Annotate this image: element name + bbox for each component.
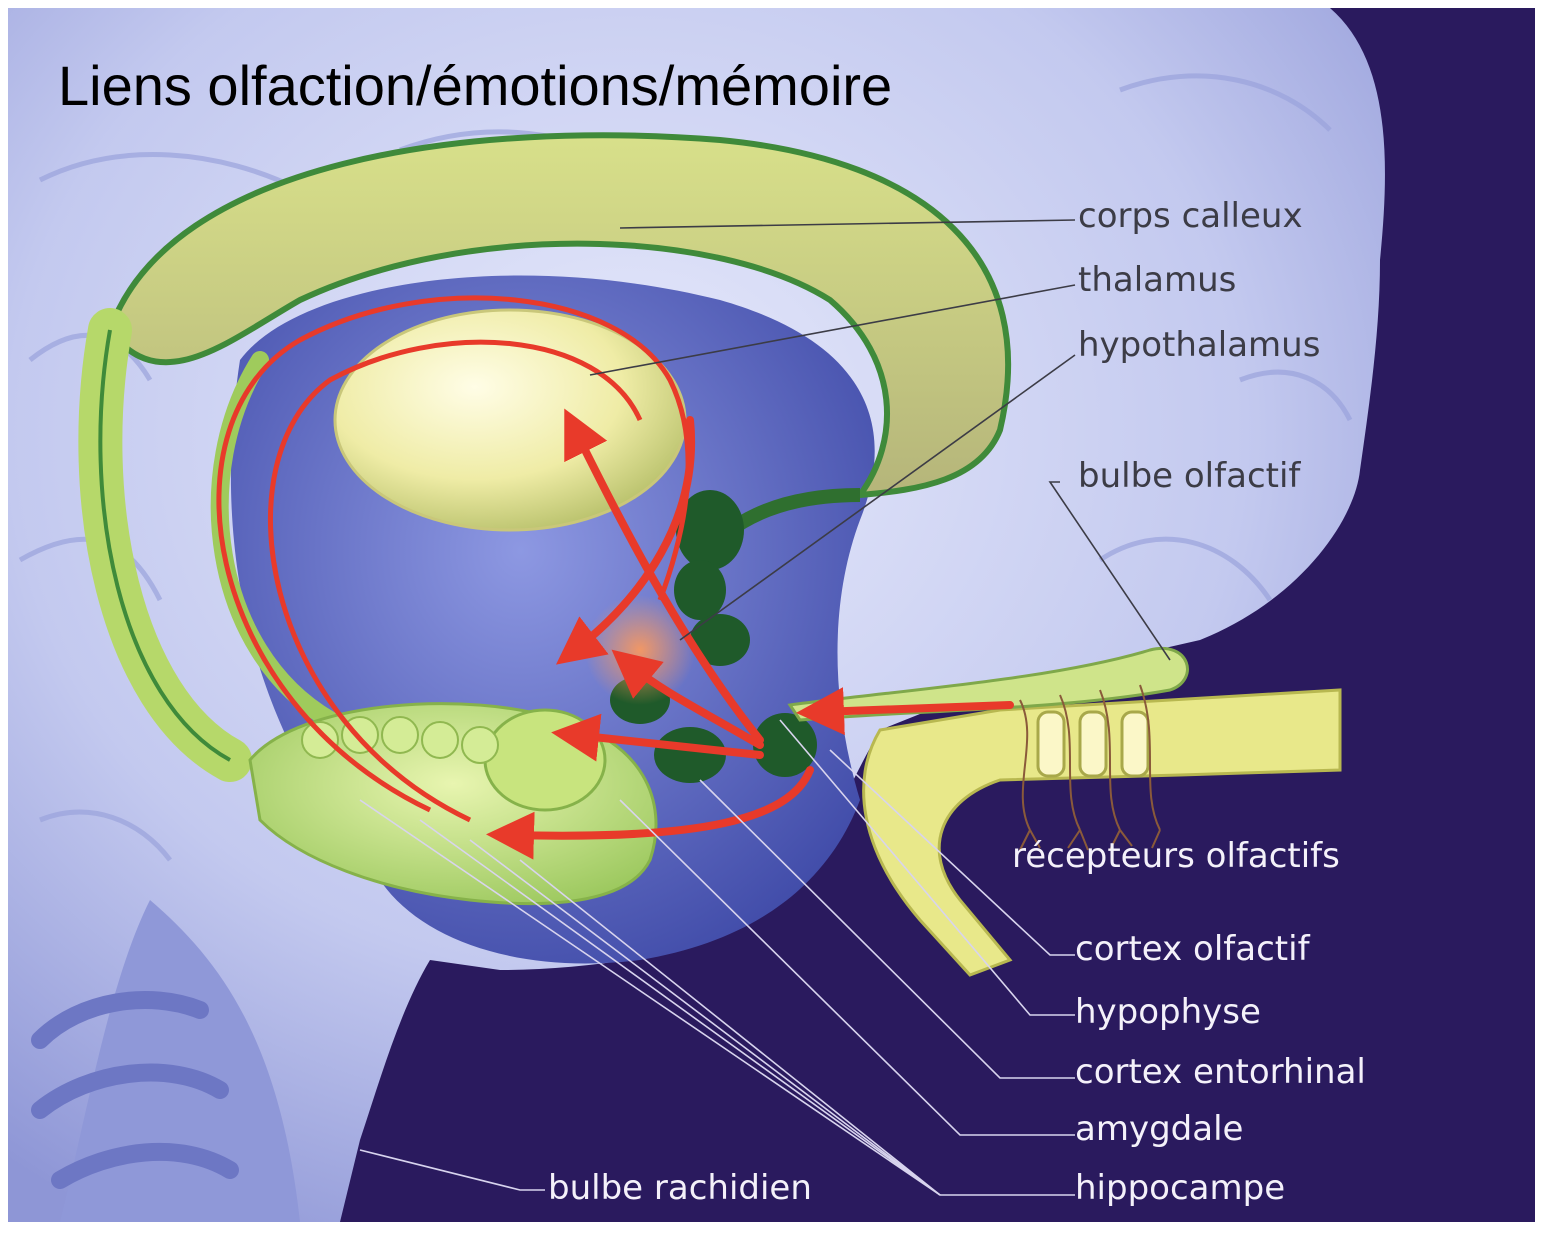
label-hypothalamus: hypothalamus (1078, 325, 1320, 365)
label-bulbe-rachidien: bulbe rachidien (548, 1168, 812, 1208)
amygdala-shape (485, 710, 605, 810)
label-thalamus: thalamus (1078, 260, 1236, 300)
label-amygdale: amygdale (1075, 1109, 1243, 1149)
label-corps-calleux: corps calleux (1078, 196, 1303, 236)
hypothalamus-glow (585, 595, 695, 705)
cribriform-holes (1038, 712, 1148, 776)
slide-title: Liens olfaction/émotions/mémoire (58, 58, 892, 114)
label-bulbe-olfactif: bulbe olfactif (1078, 456, 1301, 496)
label-cortex-olfactif: cortex olfactif (1075, 929, 1311, 969)
label-hypophyse: hypophyse (1075, 992, 1261, 1032)
label-hippocampe: hippocampe (1075, 1168, 1285, 1208)
label-recepteurs-olfactifs: récepteurs olfactifs (1012, 836, 1340, 876)
label-cortex-entorhinal: cortex entorhinal (1075, 1052, 1366, 1092)
